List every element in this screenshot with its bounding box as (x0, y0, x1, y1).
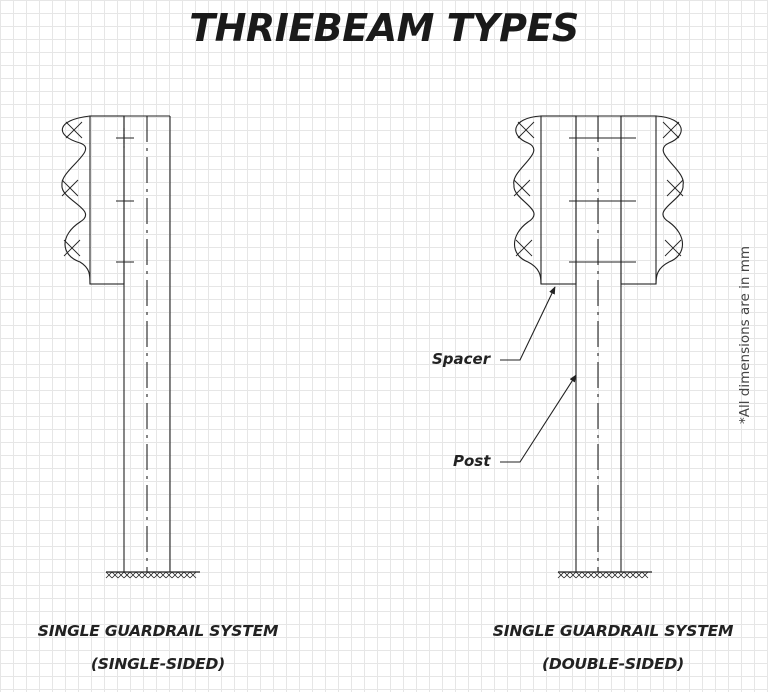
thrie-beam-profile-right-a (513, 115, 542, 285)
thrie-beam-profile-left (61, 115, 91, 285)
beam-hatch-right-a (513, 121, 535, 257)
beam-hatch-right-b (662, 121, 684, 257)
dimensions-note: *All dimensions are in mm (737, 245, 753, 425)
beam-hatch-left (61, 121, 83, 257)
spacer-leader-line (500, 286, 556, 361)
spacer-label: Spacer (432, 350, 491, 368)
caption-left-line2: (SINGLE-SIDED) (90, 655, 226, 673)
page-title: THRIEBEAM TYPES (189, 6, 579, 50)
double-sided-system (500, 115, 684, 579)
thrie-beam-profile-right-b (655, 115, 684, 285)
single-sided-system (61, 115, 200, 579)
spacer-block-left (89, 115, 125, 285)
post-label: Post (453, 452, 491, 470)
caption-right-line1: SINGLE GUARDRAIL SYSTEM (492, 622, 734, 640)
spacer-block-right-a (540, 115, 577, 285)
spacer-block-right-b (620, 115, 657, 285)
caption-right-line2: (DOUBLE-SIDED) (542, 655, 684, 673)
post-leader-line (500, 374, 577, 463)
ground-hatch-left (105, 571, 197, 579)
ground-hatch-right (557, 571, 649, 579)
caption-left-line1: SINGLE GUARDRAIL SYSTEM (37, 622, 279, 640)
